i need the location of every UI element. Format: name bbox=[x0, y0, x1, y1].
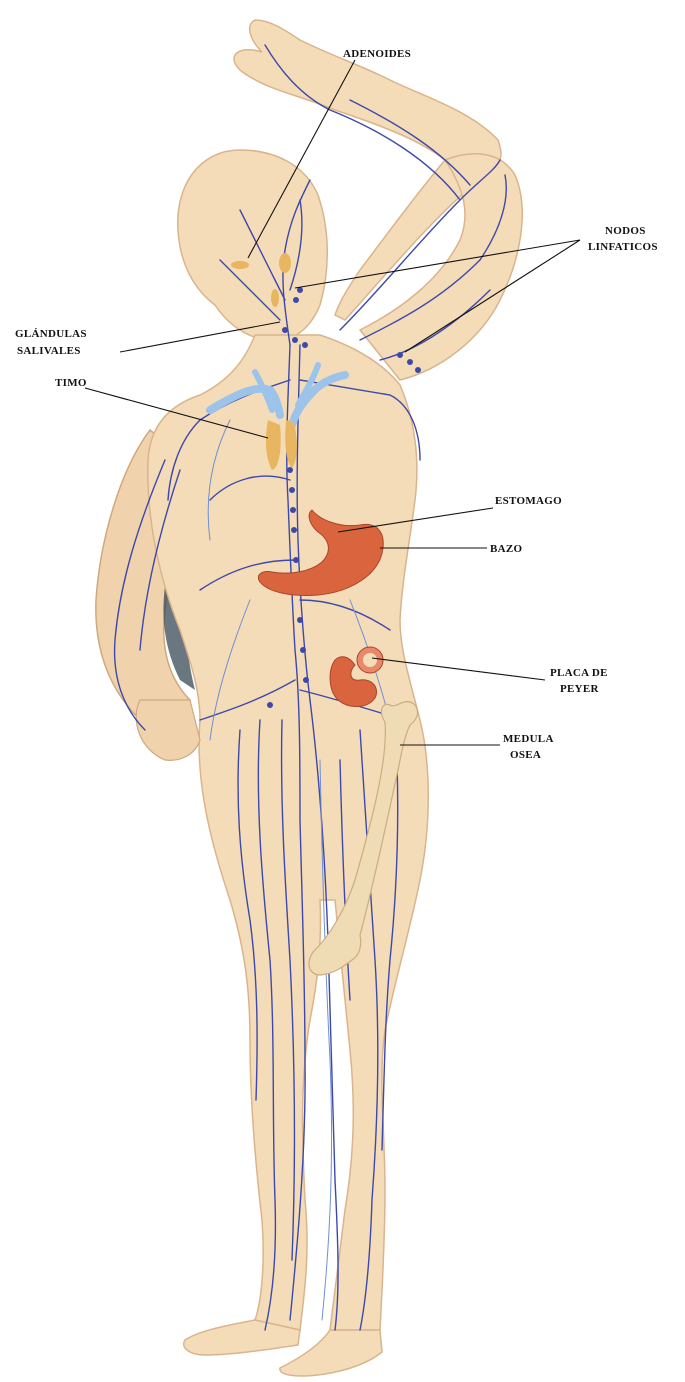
label-nodos-linfaticos-1: NODOS bbox=[605, 225, 646, 237]
label-medula-osea-1: MEDULA bbox=[503, 733, 554, 745]
label-timo: TIMO bbox=[55, 377, 87, 389]
head bbox=[178, 150, 328, 341]
torso-legs bbox=[148, 335, 428, 1330]
label-glandulas-salivales-1: GLÁNDULAS bbox=[15, 328, 87, 340]
body-silhouette bbox=[96, 20, 522, 1376]
label-placa-de-peyer-1: PLACA DE bbox=[550, 667, 608, 679]
label-medula-osea-2: OSEA bbox=[510, 749, 541, 761]
label-placa-de-peyer-2: PEYER bbox=[560, 683, 600, 695]
label-glandulas-salivales-2: SALIVALES bbox=[17, 345, 81, 357]
label-nodos-linfaticos-2: LINFATICOS bbox=[588, 241, 658, 253]
label-bazo: BAZO bbox=[490, 543, 523, 555]
label-estomago: ESTOMAGO bbox=[495, 495, 562, 507]
label-adenoides: ADENOIDES bbox=[343, 48, 411, 60]
hip-hand bbox=[136, 700, 200, 760]
